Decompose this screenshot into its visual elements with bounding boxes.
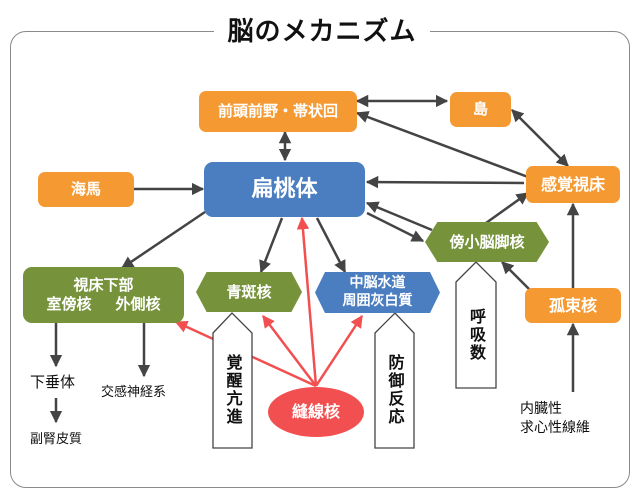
- output-pituitary: 下垂体: [30, 373, 76, 391]
- hypothalamus-title: 視床下部: [73, 276, 134, 295]
- output-arousal: 覚醒亢進: [223, 354, 243, 426]
- pag-line2: 周囲灰白質: [342, 292, 413, 309]
- arrow-parabrachial-amygdala: [365, 201, 433, 232]
- node-prefrontal-cingulate: 前頭前野・帯状回: [199, 91, 357, 132]
- node-insula: 島: [450, 92, 511, 127]
- arrow-raphe-pag: [314, 314, 364, 387]
- visceral-line1: 内臓性: [520, 401, 562, 417]
- node-parabrachial: 傍小脳脚核: [425, 222, 549, 262]
- arrow-parabrachial-thalamus: [485, 191, 530, 225]
- output-respiration: 呼吸数: [467, 308, 486, 362]
- output-sympathetic: 交感神経系: [101, 385, 167, 400]
- arrow-amygdala-pag: [315, 217, 347, 274]
- arrow-amygdala-hypothalamus: [120, 210, 206, 270]
- pag-line1: 中脳水道: [349, 275, 406, 291]
- arrow-amygdala-locus: [259, 217, 284, 274]
- output-adrenal-cortex: 副腎皮質: [30, 432, 83, 447]
- respiration-arrow-shape: [455, 261, 497, 389]
- node-raphe: 縫線核: [268, 387, 364, 437]
- defense-arrow-shape: [374, 312, 415, 449]
- arrow-raphe-amygdala: [296, 216, 318, 387]
- node-locus-coeruleus: 青斑核: [196, 272, 302, 312]
- arousal-arrow-shape: [212, 312, 253, 449]
- arrow-thalamus-prefrontal: [355, 111, 529, 179]
- arrow-solitary-parabrachial: [501, 261, 531, 291]
- hypothalamus-lateral: 外側核: [115, 295, 161, 313]
- node-hippocampus: 海馬: [38, 172, 134, 207]
- arrow-thalamus-amygdala: [365, 175, 525, 189]
- output-defense: 防御反応: [385, 354, 405, 426]
- node-solitary: 孤束核: [525, 288, 621, 323]
- node-amygdala: 扁桃体: [204, 162, 365, 217]
- output-visceral-afferent: 内臓性 求心性線維: [520, 400, 590, 438]
- node-sensory-thalamus: 感覚視床: [526, 166, 620, 203]
- arrow-raphe-locus: [262, 315, 317, 387]
- node-pag: 中脳水道 周囲灰白質: [315, 272, 440, 313]
- visceral-line2: 求心性線維: [520, 419, 590, 436]
- node-hypothalamus: 視床下部 室傍核 外側核: [23, 267, 184, 323]
- arrow-insula-thalamus: [511, 109, 569, 167]
- arrow-amygdala-parabrachial: [366, 211, 425, 243]
- hypothalamus-pvn: 室傍核: [46, 295, 92, 313]
- diagram-title: 脳のメカニズム: [214, 14, 430, 50]
